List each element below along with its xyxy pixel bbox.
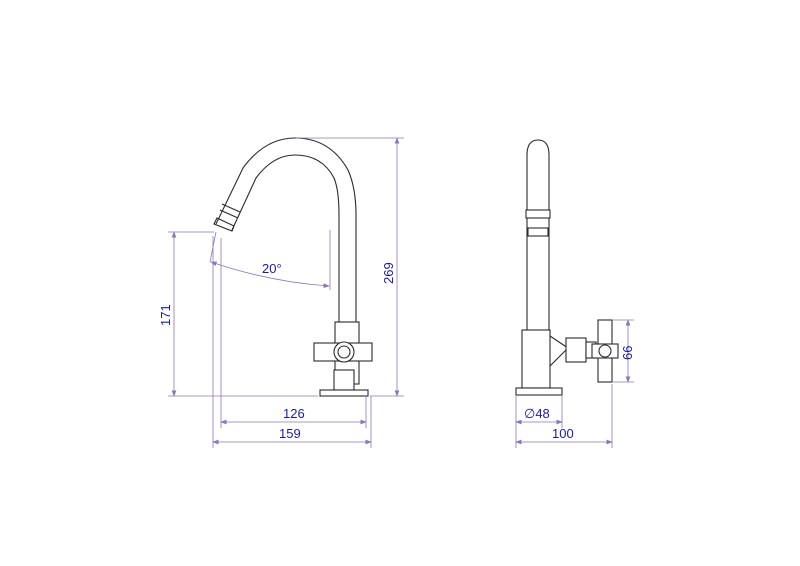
spout-inner-curve xyxy=(231,154,340,322)
handle-hub-inner xyxy=(337,345,351,359)
side-body-column xyxy=(521,329,551,389)
side-aerator xyxy=(525,209,551,219)
side-view-dimensions: 66 ∅48 100 xyxy=(515,319,635,448)
side-body-bevel xyxy=(549,335,569,367)
aerator-ring-2 xyxy=(221,203,241,213)
dim-126-label: 126 xyxy=(283,406,305,421)
dim-66-label: 66 xyxy=(620,346,635,360)
side-handle-hub xyxy=(598,344,612,358)
front-view-dimensions: 126 159 171 269 20° xyxy=(158,137,404,448)
dim-269-label: 269 xyxy=(381,262,396,284)
handle-hub xyxy=(333,341,355,363)
dim-159-label: 159 xyxy=(279,426,301,441)
aerator-ring xyxy=(219,209,239,219)
faucet-side-view xyxy=(515,139,619,396)
dim-100-label: 100 xyxy=(552,426,574,441)
body-column xyxy=(333,369,355,391)
side-aerator-tip xyxy=(527,227,549,237)
dim-171-label: 171 xyxy=(158,304,173,326)
base-flange xyxy=(319,389,369,397)
dim-angle-label: 20° xyxy=(262,261,282,276)
side-base-flange xyxy=(515,387,563,396)
spout-aerator xyxy=(213,217,235,232)
dim-48-label: ∅48 xyxy=(524,406,550,421)
faucet-front-view xyxy=(213,137,373,397)
side-spout-tube xyxy=(526,139,550,330)
side-valve-neck xyxy=(565,337,587,363)
spout-outer-curve xyxy=(215,137,357,322)
